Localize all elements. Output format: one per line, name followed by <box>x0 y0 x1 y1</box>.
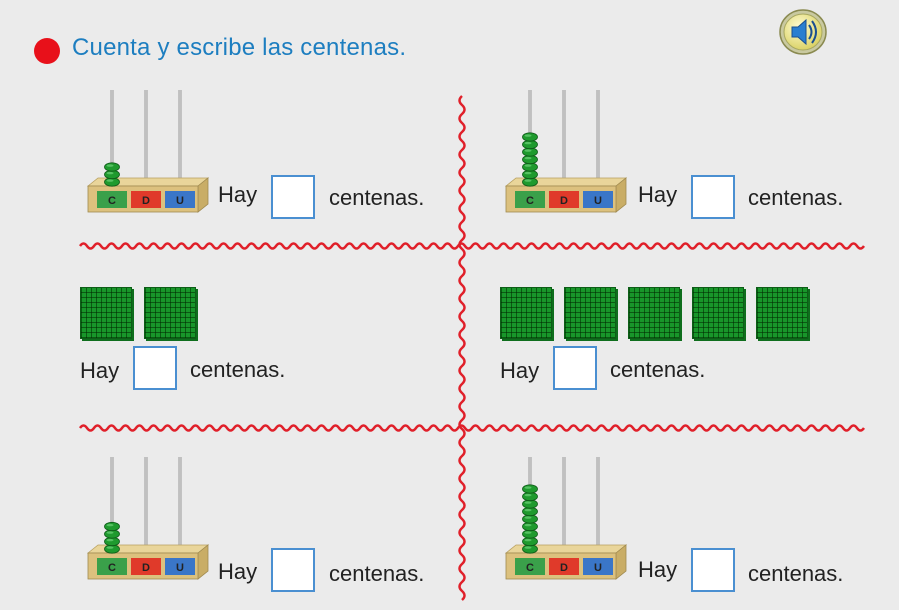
horizontal-wavy-line-top <box>78 242 866 250</box>
centenas-label: centenas. <box>748 185 844 210</box>
abacus-place-label <box>583 558 613 575</box>
answer-input[interactable] <box>271 548 315 592</box>
hay-label: Hay <box>218 182 258 207</box>
abacus-label-text: C <box>526 562 534 574</box>
hundred-block <box>564 287 616 339</box>
hay-label: Hay <box>80 358 120 383</box>
hay-label: Hay <box>218 559 258 584</box>
abacus-place-label <box>165 191 195 208</box>
hundred-block <box>692 287 744 339</box>
abacus-place-label <box>131 191 161 208</box>
abacus-place-label <box>131 558 161 575</box>
answer-input[interactable] <box>553 346 597 390</box>
vertical-wavy-line <box>458 95 466 601</box>
abacus-label-text: C <box>526 195 534 207</box>
answer-input[interactable] <box>271 175 315 219</box>
centenas-label: centenas. <box>610 357 706 382</box>
answer-input[interactable] <box>133 346 177 390</box>
abacus-place-label <box>515 558 545 575</box>
hundred-block <box>80 287 132 339</box>
abacus-place-label <box>97 191 127 208</box>
abacus-label-text: D <box>560 562 568 574</box>
answer-input[interactable] <box>691 548 735 592</box>
abacus-bead <box>522 132 538 142</box>
centenas-label: centenas. <box>190 357 286 382</box>
hundred-block <box>756 287 808 339</box>
abacus-label-text: D <box>142 195 150 207</box>
abacus-label-text: U <box>176 562 184 574</box>
abacus-label-text: U <box>594 562 602 574</box>
centenas-label: centenas. <box>329 185 425 210</box>
abacus-label-text: C <box>108 195 116 207</box>
abacus-place-label <box>515 191 545 208</box>
abacus-place-label <box>583 191 613 208</box>
hundred-block <box>500 287 552 339</box>
abacus-bead <box>104 162 120 172</box>
abacus-place-label <box>97 558 127 575</box>
horizontal-wavy-line-bottom <box>78 424 866 432</box>
centenas-label: centenas. <box>748 561 844 586</box>
abacus-label-text: C <box>108 562 116 574</box>
bullet-dot-icon <box>34 38 60 64</box>
hay-label: Hay <box>638 557 678 582</box>
hundred-block <box>628 287 680 339</box>
abacus-label-text: D <box>142 562 150 574</box>
hundred-blocks <box>500 287 808 339</box>
abacus-place-label <box>549 191 579 208</box>
instruction-title: Cuenta y escribe las centenas. <box>72 34 407 61</box>
hundred-block <box>144 287 196 339</box>
abacus-label-text: U <box>176 195 184 207</box>
centenas-label: centenas. <box>329 561 425 586</box>
speaker-icon[interactable] <box>778 8 828 56</box>
hay-label: Hay <box>500 358 540 383</box>
abacus-label-text: D <box>560 195 568 207</box>
answer-input[interactable] <box>691 175 735 219</box>
hay-label: Hay <box>638 182 678 207</box>
abacus-label-text: U <box>594 195 602 207</box>
abacus-place-label <box>165 558 195 575</box>
hundred-blocks <box>80 287 196 339</box>
abacus-place-label <box>549 558 579 575</box>
abacus-bead <box>104 521 120 532</box>
abacus-bead <box>522 484 538 494</box>
